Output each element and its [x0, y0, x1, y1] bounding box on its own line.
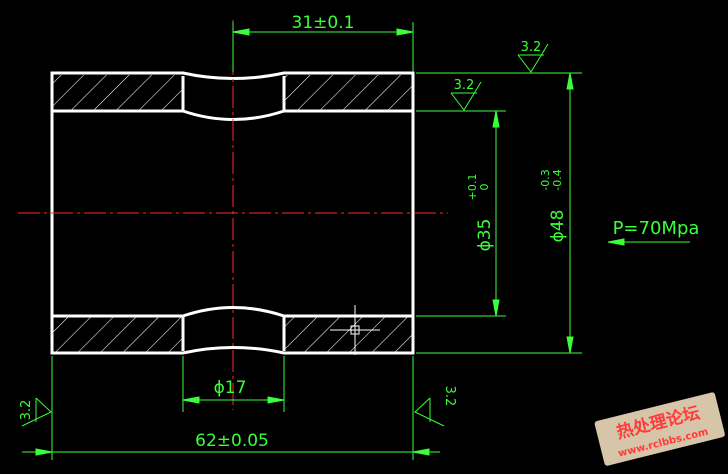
dim-groove-diameter: ϕ17 — [214, 378, 247, 398]
roughness-bore-value: 3.2 — [454, 78, 475, 93]
roughness-symbol-right-bottom — [414, 397, 445, 427]
centerlines — [18, 20, 448, 410]
dim-outer-diameter-lower: -0.4 — [551, 169, 564, 190]
hatch-wall-top-right — [285, 75, 413, 111]
part-outline — [50, 71, 415, 355]
roughness-symbol-left-bottom — [21, 397, 52, 427]
roughness-left-bottom-value: 3.2 — [19, 400, 34, 421]
outer-profile — [50, 71, 415, 355]
dim-inner-diameter-lower: 0 — [478, 184, 491, 191]
roughness-symbol-bore — [450, 81, 482, 111]
dim-outer-diameter-upper: -0.3 — [539, 169, 552, 190]
dim-outer-diameter: ϕ48 -0.3 -0.4 — [539, 169, 568, 242]
dim-inner-diameter-base: ϕ35 — [475, 219, 495, 252]
dim-inner-diameter-upper: +0.1 — [466, 174, 479, 201]
hatch-wall-bottom-right — [285, 316, 413, 352]
dim-bottom-width: 62±0.05 — [195, 431, 269, 451]
dim-inner-diameter: ϕ35 +0.1 0 — [466, 174, 495, 252]
roughness-symbols — [21, 43, 549, 427]
dim-top-width: 31±0.1 — [292, 13, 355, 33]
hatch-wall-bottom-left — [53, 316, 183, 352]
dimension-lines — [22, 22, 690, 460]
roughness-symbol-top-right — [517, 43, 549, 73]
crosshair-cursor — [330, 305, 380, 355]
watermark-background — [594, 392, 725, 466]
watermark: 热处理论坛 www.rclbbs.com — [594, 392, 725, 466]
dim-outer-diameter-base: ϕ48 — [548, 210, 568, 243]
hatch-wall-top-left — [53, 75, 183, 111]
roughness-right-bottom-value: 3.2 — [442, 386, 457, 407]
pressure-label: P=70Mpa — [613, 218, 700, 239]
roughness-top-right-value: 3.2 — [521, 40, 542, 55]
